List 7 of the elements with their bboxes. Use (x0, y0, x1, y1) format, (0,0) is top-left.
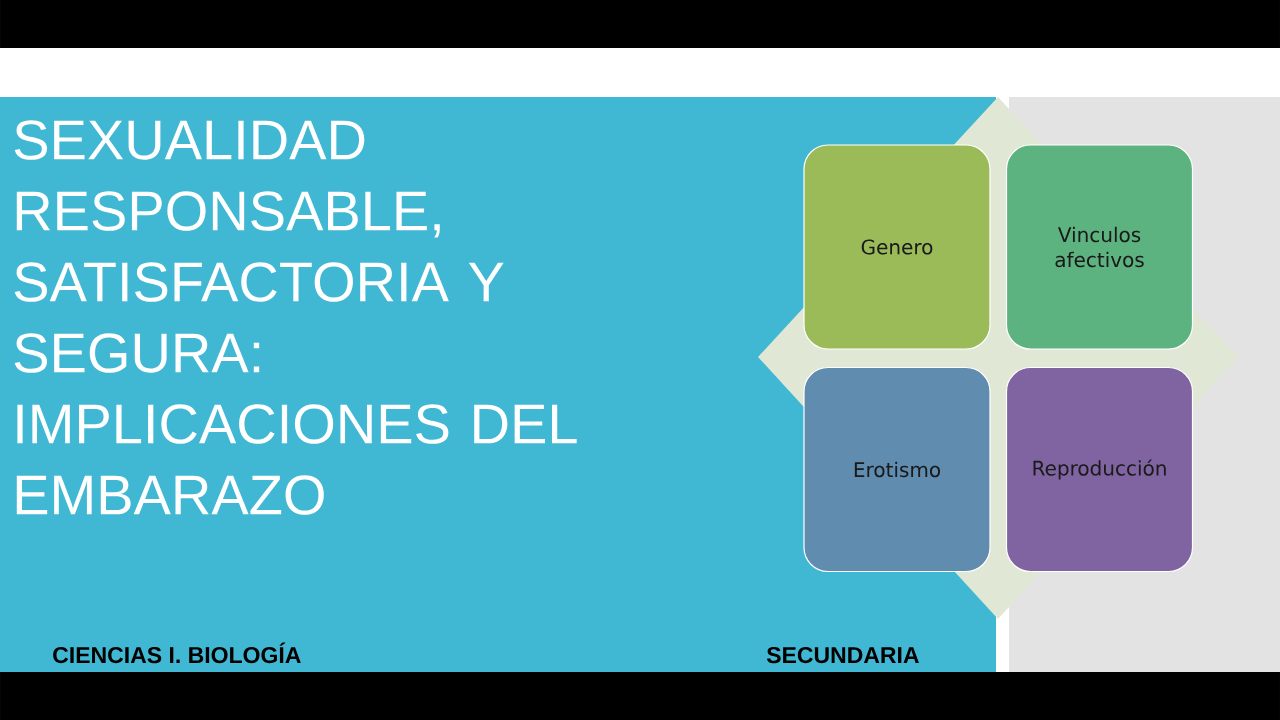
rounded-box: Erotismo (803, 366, 991, 573)
rounded-box: Reproducción (1005, 366, 1194, 573)
footer-text: CIENCIAS I. BIOLOGÍA (53, 642, 301, 664)
rounded-box: Vinculos afectivos (1005, 144, 1194, 350)
title-text: SEXUALIDAD RESPONSABLE, SATISFACTORIA Y SEGURA: IMPLICACIONES DEL EMBARAZO (14, 120, 577, 515)
footer-text: SECUNDARIA (766, 646, 919, 664)
rounded-box: Genero (803, 144, 991, 350)
